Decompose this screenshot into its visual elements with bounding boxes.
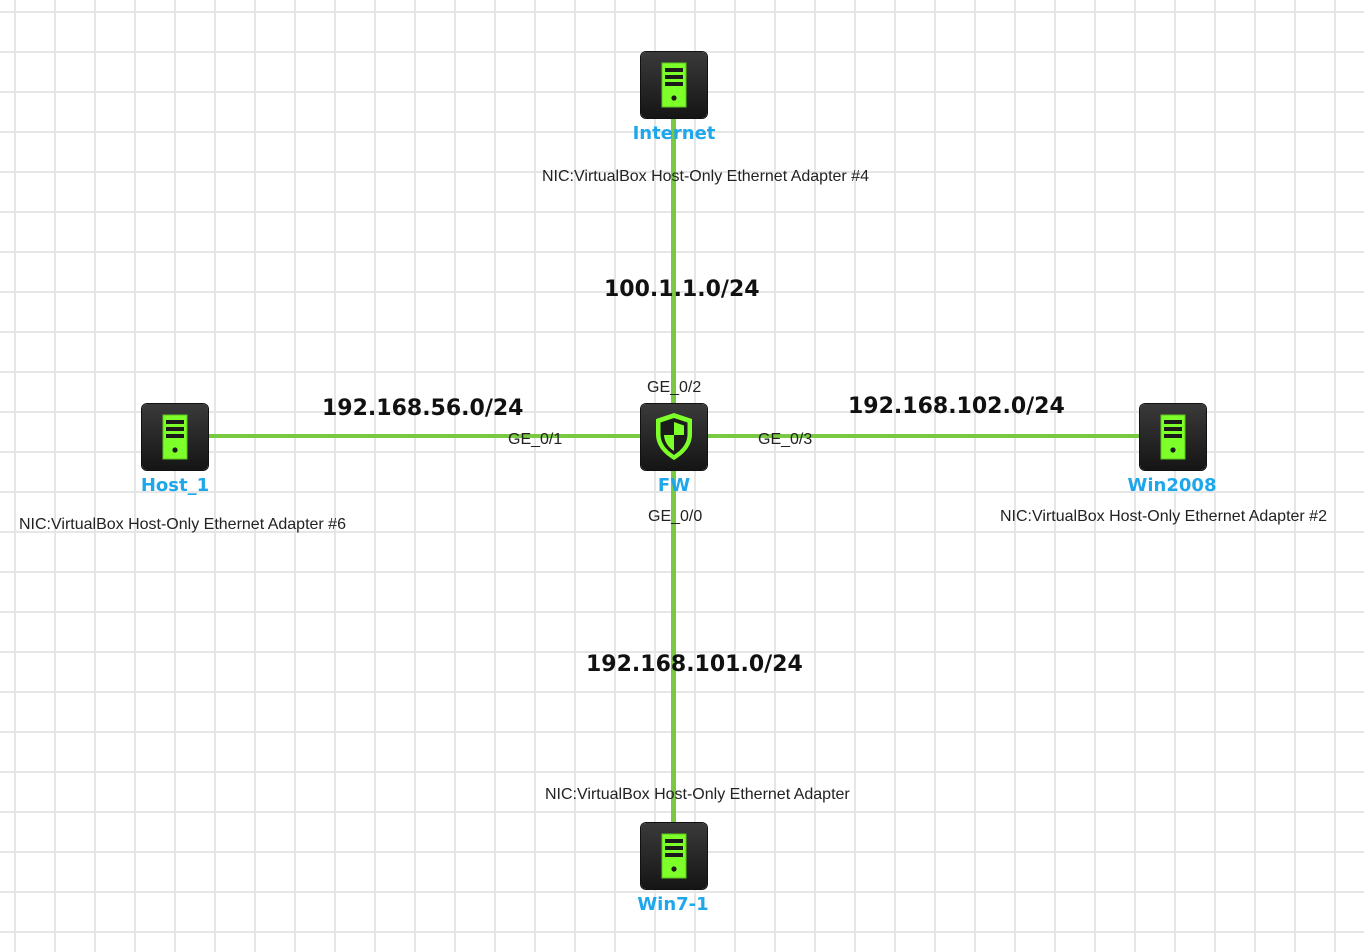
port-label-ge00: GE_0/0 <box>648 508 703 525</box>
port-label-ge03: GE_0/3 <box>758 431 813 448</box>
subnet-label-win2008: 192.168.102.0/24 <box>848 394 1065 419</box>
device-internet[interactable] <box>641 52 707 118</box>
subnet-label-win7: 192.168.101.0/24 <box>586 652 803 677</box>
link-fw-internet[interactable] <box>671 118 676 408</box>
nic-label-host1: NIC:VirtualBox Host-Only Ethernet Adapte… <box>19 516 346 533</box>
port-label-ge01: GE_0/1 <box>508 431 563 448</box>
device-name-fw: FW <box>657 475 691 496</box>
device-host1[interactable] <box>142 404 208 470</box>
server-icon <box>1160 414 1186 460</box>
firewall-shield-icon <box>656 413 692 460</box>
device-win2008[interactable] <box>1140 404 1206 470</box>
server-icon <box>661 833 687 879</box>
nic-label-win2008: NIC:VirtualBox Host-Only Ethernet Adapte… <box>1000 508 1327 525</box>
nic-label-win7: NIC:VirtualBox Host-Only Ethernet Adapte… <box>545 786 850 803</box>
nic-label-internet: NIC:VirtualBox Host-Only Ethernet Adapte… <box>542 168 869 185</box>
device-name-win2008: Win2008 <box>1127 475 1217 496</box>
port-label-ge02: GE_0/2 <box>647 379 702 396</box>
server-icon <box>661 62 687 108</box>
subnet-label-host1: 192.168.56.0/24 <box>322 396 524 421</box>
subnet-label-internet: 100.1.1.0/24 <box>604 277 760 302</box>
link-fw-win7[interactable] <box>671 466 676 826</box>
device-name-win7: Win7-1 <box>637 894 709 915</box>
link-fw-host1[interactable] <box>206 434 644 438</box>
device-win7[interactable] <box>641 823 707 889</box>
device-name-internet: Internet <box>632 123 716 144</box>
device-name-host1: Host_1 <box>140 475 210 496</box>
device-fw[interactable] <box>641 404 707 470</box>
server-icon <box>162 414 188 460</box>
link-fw-win2008[interactable] <box>706 434 1142 438</box>
